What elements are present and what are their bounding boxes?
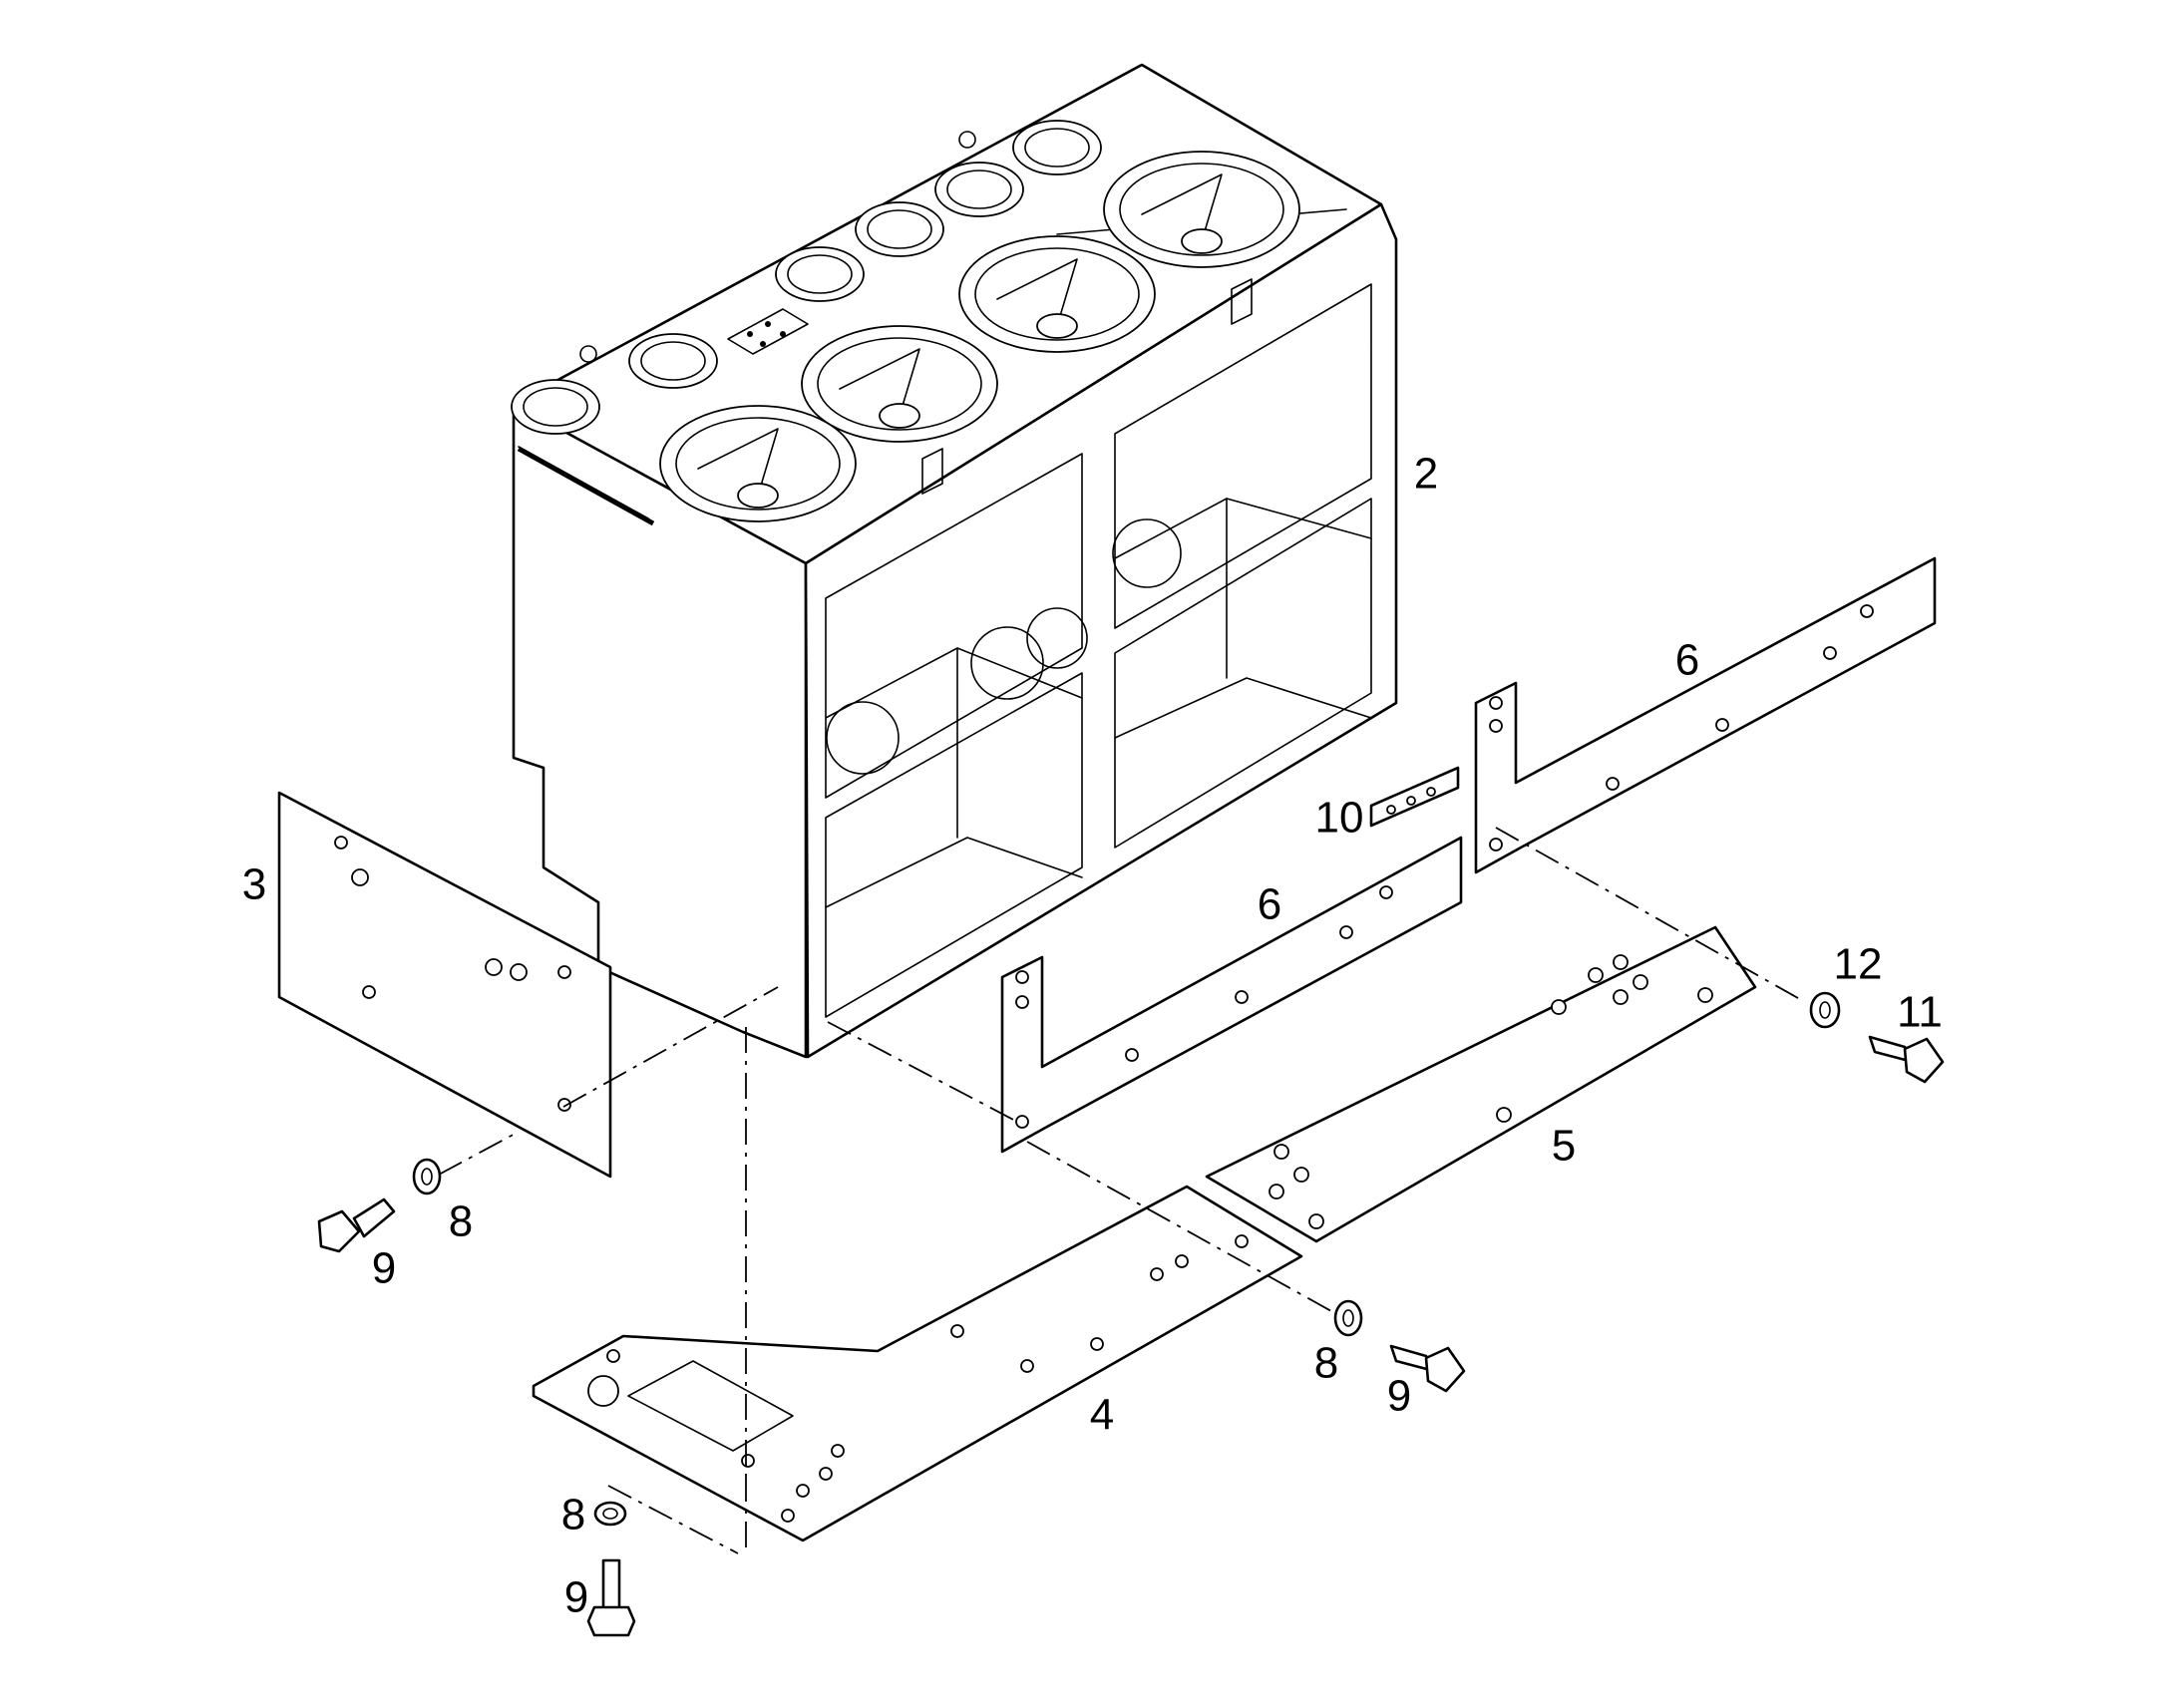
washer-8-left: [412, 1158, 442, 1196]
callout-10: 10: [1315, 794, 1364, 843]
bolt-9-middle: [1389, 1344, 1466, 1393]
callout-3: 3: [242, 860, 266, 909]
housing-part-2: [511, 63, 1398, 1059]
callout-9-middle: 9: [1387, 1372, 1411, 1421]
callout-6-lower: 6: [1258, 880, 1281, 929]
callout-9-bottom: 9: [564, 1573, 588, 1622]
panel-part-3: [277, 791, 612, 1179]
strip-part-10: [1369, 766, 1460, 828]
callout-4: 4: [1090, 1391, 1114, 1440]
callout-9-left: 9: [372, 1244, 396, 1293]
bracket-part-6-lower: [1000, 836, 1463, 1154]
washer-8-bottom: [593, 1501, 627, 1527]
base-plate-part-4: [532, 1185, 1303, 1542]
callout-8-middle: 8: [1314, 1339, 1338, 1388]
washer-8-middle: [1333, 1299, 1363, 1337]
bracket-part-6-upper: [1474, 556, 1937, 874]
bolt-9-left: [317, 1197, 396, 1253]
plate-part-5: [1205, 925, 1757, 1243]
assembly-axes: [438, 827, 1806, 1555]
bolt-9-bottom: [586, 1558, 636, 1637]
callout-11: 11: [1897, 988, 1943, 1037]
callout-12: 12: [1834, 940, 1883, 989]
callout-8-left: 8: [449, 1197, 473, 1246]
callout-6-upper: 6: [1675, 636, 1699, 685]
callout-8-bottom: 8: [561, 1491, 585, 1539]
bolt-11: [1868, 1035, 1945, 1084]
washer-12: [1809, 991, 1841, 1029]
callout-2: 2: [1414, 450, 1438, 499]
callout-5: 5: [1552, 1122, 1576, 1171]
